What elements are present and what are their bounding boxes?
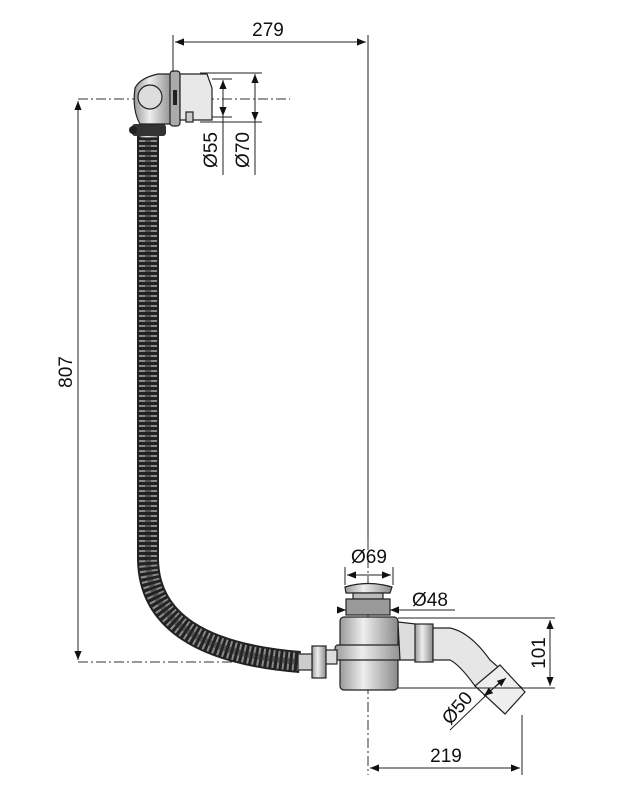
dim-101: 101: [529, 637, 550, 669]
dimension-lines: [74, 35, 555, 775]
dim-d70: Ø70: [233, 132, 254, 168]
dim-d50: Ø50: [438, 688, 477, 729]
dim-d48: Ø48: [412, 590, 448, 611]
dim-807: 807: [56, 356, 77, 388]
dim-d55: Ø55: [201, 132, 222, 168]
overflow-unit: [129, 70, 213, 139]
hose-clamp: [132, 124, 166, 136]
dim-219: 219: [430, 746, 462, 767]
flexible-hose: [137, 135, 301, 673]
dim-279: 279: [252, 20, 284, 41]
dim-d69: Ø69: [351, 547, 387, 568]
